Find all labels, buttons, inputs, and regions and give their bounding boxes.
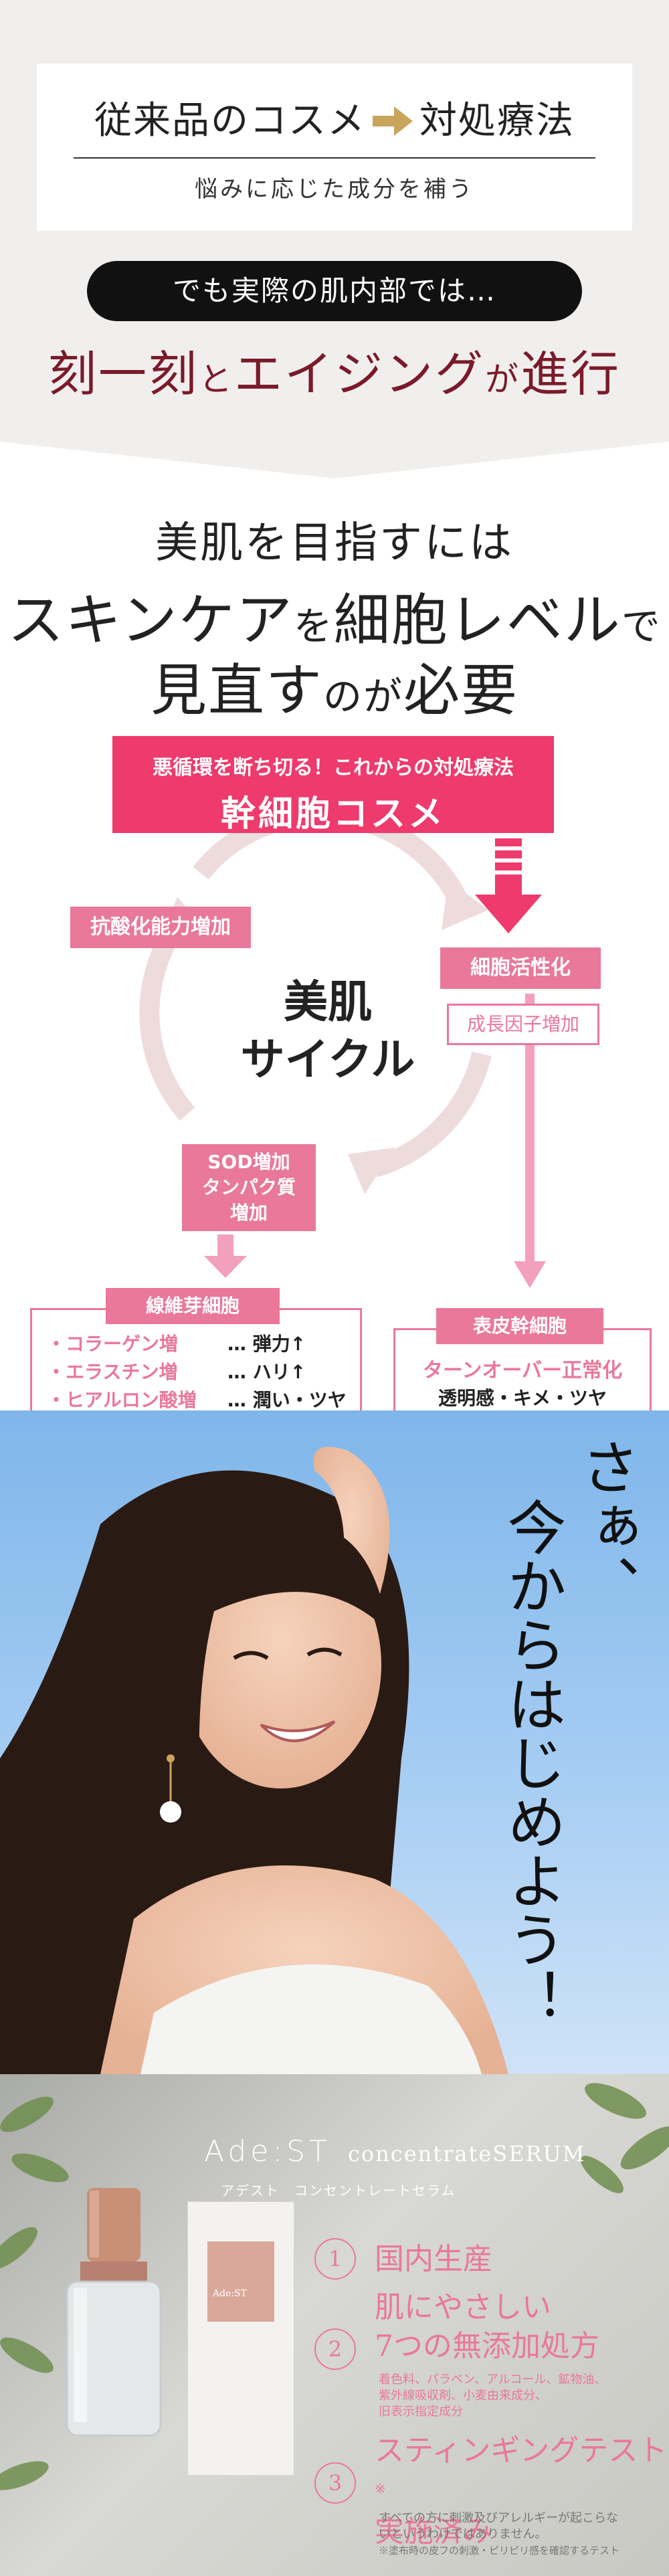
heading-line-1: 美肌を目指すには: [155, 519, 514, 568]
product-section: Ade:ST Ade:ST concentrateSERUM アデスト コンセン…: [0, 2074, 669, 2576]
label-epidermal: 表皮幹細胞: [436, 1308, 603, 1344]
product-box-icon: [187, 2201, 295, 2476]
feature-number-2: 2: [314, 2328, 356, 2370]
footnote-mark: ※: [375, 2480, 386, 2496]
headline-part: が: [485, 360, 520, 399]
desc-line: 着色料、パラベン、アルコール、鉱物油、: [379, 2373, 607, 2387]
feature-title-line: スティンギングテスト: [375, 2433, 668, 2468]
slogan-line-1: さぁ、: [571, 1437, 640, 1614]
reality-pill: でも実際の肌内部では…: [87, 261, 582, 321]
headline-part: と: [198, 360, 234, 399]
conventional-subtitle: 悩みに応じた成分を補う: [195, 176, 474, 203]
label-fibroblast: 線維芽細胞: [106, 1288, 280, 1324]
brand-logo: Ade:ST: [204, 2134, 331, 2169]
label-antioxidant: 抗酸化能力増加: [70, 907, 251, 948]
row-left: ・コラーゲン増: [47, 1333, 179, 1355]
headline-part: 進行: [520, 346, 622, 402]
desc-line: 紫外線吸収剤、小麦由来成分、: [379, 2389, 547, 2403]
label-growth-factor: 成長因子増加: [447, 1004, 599, 1045]
desc-line: ※塗布時の皮フの刺激・ピリピリ感を確認するテスト: [379, 2545, 620, 2557]
divider: [74, 157, 595, 159]
product-name: concentrateSERUM: [348, 2141, 586, 2167]
epidermal-line-2: 透明感・キメ・ツヤ: [438, 1387, 607, 1409]
heading-part: 細胞レベル: [333, 587, 622, 653]
feature-title-line: 7つの無添加処方: [375, 2329, 599, 2363]
feature-title-line: 実施済み: [375, 2514, 492, 2549]
feature-title-line: 肌にやさしい: [375, 2290, 551, 2324]
title-left: 従来品のコスメ: [94, 99, 366, 143]
row-right: … ハリ↑: [227, 1361, 306, 1383]
down-arrow-icon: [475, 838, 542, 933]
list-item: ・エラスチン増 … ハリ↑: [47, 1358, 360, 1386]
feature-number-3: 3: [314, 2462, 356, 2504]
label-sod: SOD増加 タンパク質 増加: [182, 1144, 316, 1231]
title-right: 対処療法: [419, 99, 575, 143]
leaf-decoration-icon: [0, 2083, 669, 2490]
banner-subtitle: 悪循環を断ち切る！これからの対処療法: [153, 756, 514, 779]
serum-bottle-icon: [66, 2188, 162, 2437]
epidermal-line-1: ターンオーバー正常化: [422, 1359, 623, 1382]
fibroblast-list: ・コラーゲン増… 弾力↑ ・エラスチン増… ハリ↑ ・ヒアルロン酸増… 潤い・ツ…: [32, 1310, 360, 1443]
arrow-right-icon: [373, 102, 413, 145]
row-right: … 弾力↑: [227, 1333, 306, 1355]
model-photo: さぁ、 今からはじめよう！: [0, 1410, 669, 2074]
conventional-title: 従来品のコスメ 対処療法: [37, 90, 632, 145]
intro-section: 従来品のコスメ 対処療法 悩みに応じた成分を補う でも実際の肌内部では… 刻一刻と…: [0, 0, 669, 442]
product-kana: アデスト コンセントレートセラム: [221, 2183, 456, 2199]
list-item: ・コラーゲン増 … 弾力↑: [47, 1330, 360, 1358]
banner-title: 幹細胞コスメ: [220, 794, 446, 834]
box-brand: Ade:ST: [213, 2288, 248, 2299]
feature-number-1: 1: [314, 2238, 356, 2280]
desc-line: いというわけではありません。: [379, 2527, 547, 2541]
sod-line: 増加: [229, 1202, 268, 1224]
feature-title-2: 肌にやさしい 7つの無添加処方: [375, 2288, 599, 2366]
feature-desc-3: すべての方に刺激及びアレルギーが起こらな いというわけではありません。 ※塗布時…: [379, 2510, 619, 2559]
stem-cell-banner: 悪循環を断ち切る！これからの対処療法 幹細胞コスメ: [112, 736, 554, 834]
conventional-card: 従来品のコスメ 対処療法 悩みに応じた成分を補う: [37, 64, 632, 231]
cycle-line-1: 美肌: [284, 976, 372, 1028]
feature-desc-2: 着色料、パラベン、アルコール、鉱物油、 紫外線吸収剤、小麦由来成分、 旧表示指定…: [379, 2372, 606, 2420]
headline-part: 刻一刻: [47, 346, 199, 402]
epidermal-content: ターンオーバー正常化 透明感・キメ・ツヤ: [395, 1330, 650, 1412]
row-left: ・エラスチン増: [47, 1361, 178, 1383]
heading-part: 見直す: [150, 658, 323, 723]
feature-title-3: スティンギングテスト ※ 実施済み: [375, 2432, 669, 2551]
heading-part: で: [621, 604, 662, 649]
heading-part: のが: [322, 674, 403, 719]
headline-part: エイジング: [233, 346, 485, 402]
heading-line-3: 見直すのが必要: [0, 646, 669, 727]
row-left: ・ヒアルロン酸増: [47, 1389, 197, 1411]
heading-line-2: スキンケアを細胞レベルで: [0, 575, 669, 656]
heading-part: 必要: [403, 658, 519, 723]
section-pointer: [0, 442, 669, 478]
aging-headline: 刻一刻とエイジングが進行: [0, 335, 669, 405]
feature-title-1: 国内生産: [375, 2242, 492, 2276]
desc-line: すべての方に刺激及びアレルギーが起こらな: [379, 2511, 619, 2525]
slogan-line-2: 今からはじめよう！: [498, 1497, 567, 2027]
beauty-cycle-title: 美肌 サイクル: [227, 974, 428, 1089]
label-cell-activation: 細胞活性化: [440, 947, 601, 989]
heading-part: を: [293, 604, 334, 649]
cycle-line-2: サイクル: [240, 1032, 415, 1085]
sod-line: タンパク質: [201, 1176, 296, 1198]
heading-part: スキンケア: [7, 587, 294, 653]
desc-line: 旧表示指定成分: [379, 2405, 463, 2419]
model-illustration: [0, 1447, 508, 2074]
sod-line: SOD増加: [207, 1151, 290, 1173]
